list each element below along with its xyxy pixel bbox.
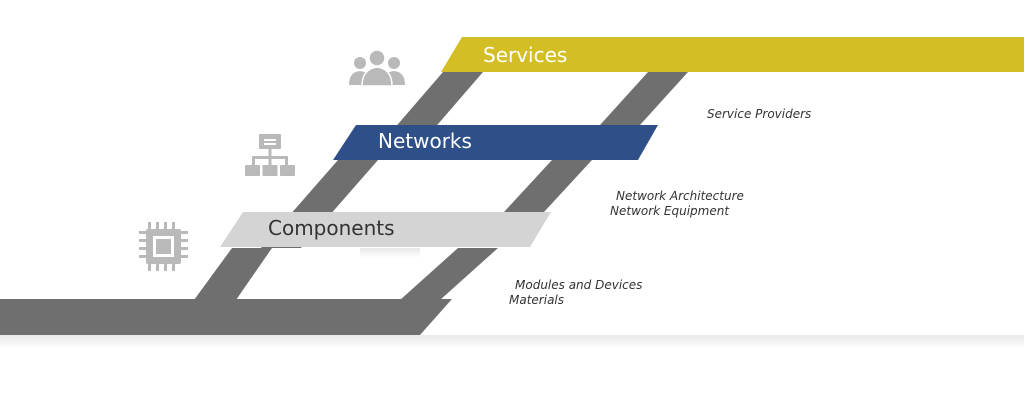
- desc-service-providers: Service Providers: [707, 107, 811, 121]
- band-services: [441, 37, 1024, 72]
- band-networks: [333, 125, 658, 160]
- label-services: Services: [483, 43, 567, 67]
- network-hierarchy-icon: [245, 134, 295, 176]
- connector-left-lower: [194, 248, 272, 300]
- band-components: [220, 212, 551, 247]
- desc-network-equipment: Network Equipment: [610, 204, 730, 218]
- layer-bands: [220, 37, 1024, 247]
- base-band: [0, 299, 452, 335]
- panel-strips: [0, 72, 1024, 349]
- panel-strip-components: [420, 248, 1024, 335]
- people-icon: [349, 49, 405, 87]
- label-components: Components: [268, 216, 395, 240]
- layer-labels: Services Networks Components: [268, 43, 567, 240]
- chip-icon: [139, 222, 188, 271]
- connector-right-lower: [400, 248, 498, 300]
- panel-shadow-base: [0, 335, 1024, 349]
- connector-right-middle: [504, 160, 592, 212]
- desc-modules-and-devices: Modules and Devices: [515, 278, 642, 292]
- label-networks: Networks: [378, 129, 472, 153]
- layer-descriptions: Service Providers Network Architecture N…: [509, 107, 811, 307]
- desc-materials: Materials: [509, 293, 564, 307]
- connector-right-upper: [600, 72, 688, 125]
- desc-network-architecture: Network Architecture: [616, 189, 744, 203]
